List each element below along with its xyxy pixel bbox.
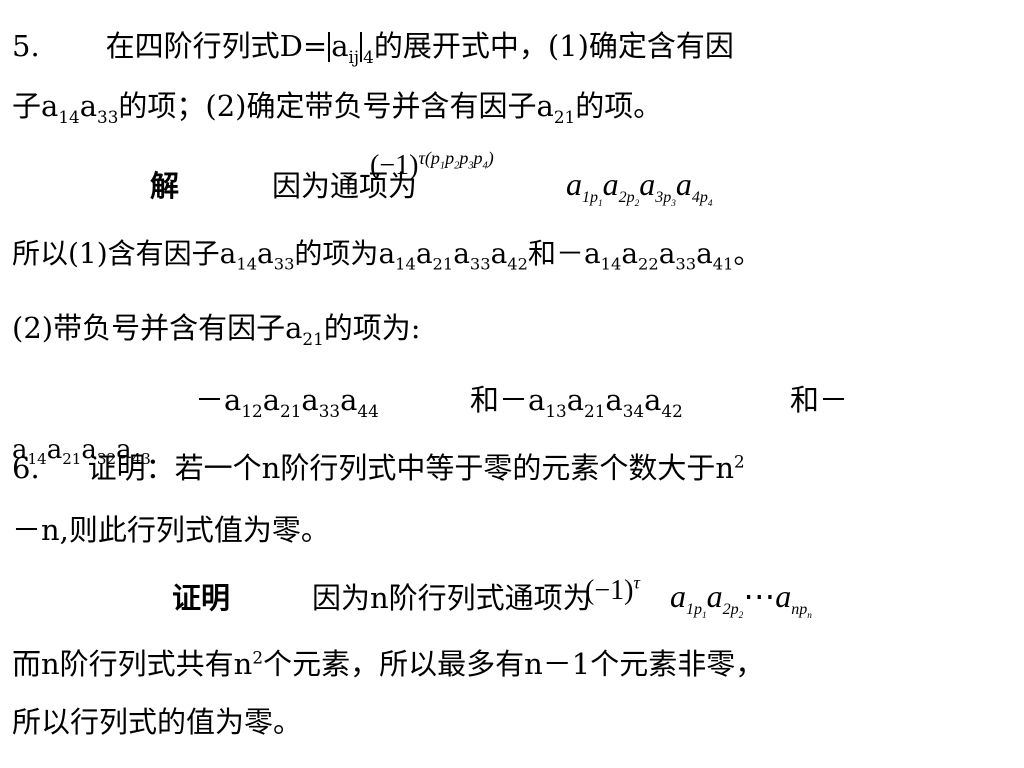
- problem-number: 6.: [12, 451, 40, 485]
- problem-6-line-1: 6.证明：若一个n阶行列式中等于零的元素个数大于n2: [12, 451, 745, 485]
- determinant-bar-right: [360, 32, 363, 62]
- solution-intro: 因为通项为: [272, 169, 418, 203]
- problem-6-line-2: －n,则此行列式值为零。: [12, 513, 330, 547]
- solution-line-1: 所以(1)含有因子a14a33的项为a14a21a33a42和－a14a22a3…: [12, 237, 762, 274]
- determinant-bar-left: [328, 32, 331, 62]
- problem-number: 5.: [12, 29, 40, 63]
- solution-line-3: －a12a21a33a44: [195, 383, 379, 421]
- proof-label: 证明: [172, 581, 231, 615]
- proof-line-1: 而n阶行列式共有n2个元素，所以最多有n－1个元素非零，: [12, 647, 765, 681]
- general-term-product: a1p1a2p2a3p3a4p4: [566, 166, 713, 210]
- n-order-term-formula: (−1)τ: [585, 572, 640, 606]
- solution-line-2: (2)带负号并含有因子a21的项为:: [12, 311, 421, 349]
- general-term-formula: (−1)τ(p1p2p3p4): [370, 147, 494, 181]
- proof-line-2: 所以行列式的值为零。: [12, 705, 303, 739]
- solution-line-3b: 和－a13a21a34a42: [470, 383, 683, 421]
- solution-line-3c: 和－: [790, 383, 849, 417]
- solution-line-4: a14a21a32a43: [12, 435, 151, 469]
- proof-intro: 因为n阶行列式通项为: [312, 581, 592, 615]
- problem-5-line-2: 子a14a33的项；(2)确定带负号并含有因子a21的项。: [12, 89, 663, 127]
- n-order-term-product: a1p1a2p2⋯anpn: [670, 578, 812, 622]
- solution-label: 解: [150, 169, 180, 203]
